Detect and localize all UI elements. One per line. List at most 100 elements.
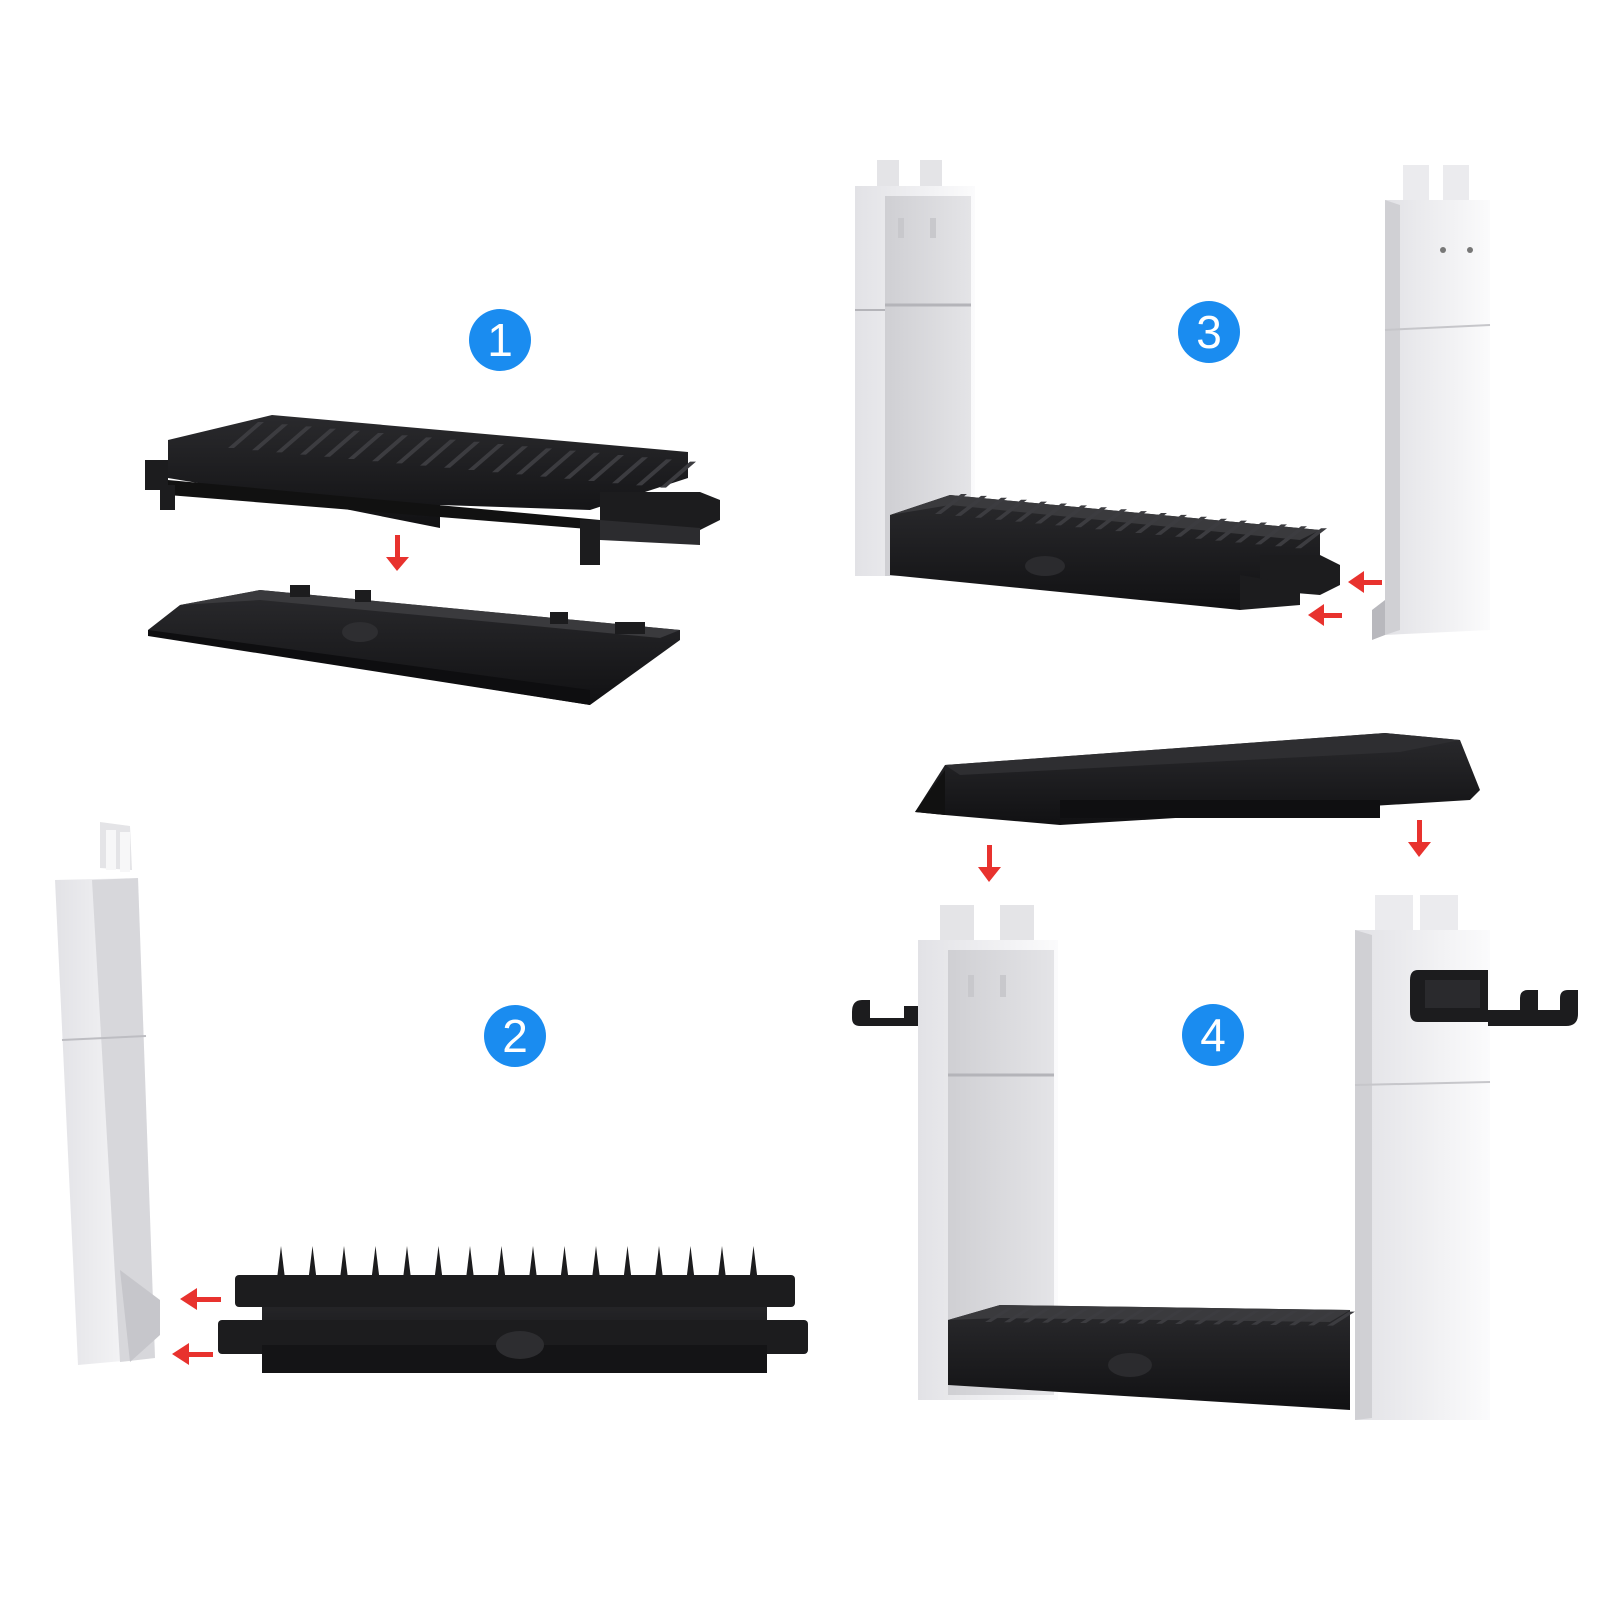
numbered-circle-icon xyxy=(484,1005,546,1067)
rack-slot xyxy=(1275,526,1307,547)
rack-divider xyxy=(527,1246,539,1295)
rack-slots xyxy=(985,1308,1355,1326)
step-4-panel: 4 xyxy=(852,733,1578,1420)
numbered-circle-icon xyxy=(469,309,531,371)
rack-slot xyxy=(1308,1311,1336,1326)
step-3-panel: 3 xyxy=(855,160,1491,640)
step-badge-2: 2 xyxy=(484,1005,546,1067)
rack-slot xyxy=(1232,1310,1260,1325)
rack-slot xyxy=(1023,1308,1051,1323)
rack-divider xyxy=(495,1246,508,1295)
rack-slot xyxy=(1251,1310,1279,1325)
rack-divider xyxy=(464,1246,476,1295)
side-pillar-right xyxy=(1354,895,1491,1420)
rack-slot xyxy=(300,428,336,455)
rack-slot xyxy=(276,426,312,453)
rack-divider xyxy=(275,1246,287,1295)
side-pillar xyxy=(55,822,160,1365)
rack-slot xyxy=(1095,509,1127,530)
rack-slots xyxy=(228,422,696,488)
rack-slot xyxy=(588,455,624,481)
step-number: 2 xyxy=(502,1010,528,1062)
rack-divider xyxy=(558,1246,571,1295)
rack-slot xyxy=(1270,1311,1298,1325)
rack-divider xyxy=(653,1246,665,1295)
rack-divider xyxy=(621,1246,634,1295)
rack-divider xyxy=(716,1246,728,1295)
rack-slot xyxy=(1035,503,1067,524)
rack-slot xyxy=(564,452,600,479)
step-badge-4: 4 xyxy=(1182,1004,1244,1066)
rack-slot xyxy=(985,1308,1013,1322)
rack-slot xyxy=(1099,1309,1127,1324)
rack-slot xyxy=(1137,1309,1165,1324)
arrow-icon xyxy=(172,1343,213,1365)
rack-divider xyxy=(747,1246,760,1295)
step-2-panel: 2 xyxy=(55,822,808,1373)
rack-slot xyxy=(1156,1309,1184,1324)
numbered-circle-icon xyxy=(1182,1004,1244,1066)
rack-slot xyxy=(1195,518,1227,539)
rack-slot xyxy=(444,441,480,468)
rack-slot xyxy=(1327,1311,1355,1326)
rack-slot xyxy=(1175,516,1207,537)
rack-divider xyxy=(432,1246,445,1295)
rack-slot xyxy=(1255,524,1287,545)
rack-slot xyxy=(420,439,456,466)
arrow-icon xyxy=(180,1288,221,1310)
rack-slot xyxy=(396,437,432,464)
rack-slot xyxy=(1075,507,1107,528)
rack-slot xyxy=(540,450,576,477)
rack-slot xyxy=(228,422,264,448)
slotted-rack xyxy=(890,494,1340,610)
rack-slot xyxy=(1055,505,1087,526)
step-number: 3 xyxy=(1196,306,1222,358)
arrow-icon xyxy=(1308,604,1342,626)
rack-slot xyxy=(1175,1310,1203,1324)
rack-slot xyxy=(612,457,648,484)
rack-slot xyxy=(372,435,408,462)
rack-slot xyxy=(1118,1309,1146,1324)
rack-slot xyxy=(995,499,1027,520)
rack-dividers xyxy=(275,1246,760,1295)
arrow-icon xyxy=(978,845,1001,882)
rack-slot xyxy=(660,461,696,488)
rack-slot xyxy=(468,444,504,470)
rack-slot xyxy=(955,495,987,516)
rack-slot xyxy=(252,424,288,451)
arrow-icon xyxy=(1348,571,1382,593)
rack-divider xyxy=(684,1246,697,1295)
rack-slot xyxy=(1004,1308,1032,1323)
rack-slot xyxy=(1061,1308,1089,1323)
controller-hook-left xyxy=(852,1000,918,1026)
step-badge-3: 3 xyxy=(1178,301,1240,363)
rack-slot xyxy=(1213,1310,1241,1325)
rack-slot xyxy=(935,494,967,514)
rack-slot xyxy=(1135,513,1167,533)
rack-slot xyxy=(1015,501,1047,522)
rack-divider xyxy=(590,1246,602,1295)
rack-slot xyxy=(1235,522,1267,543)
rack-slot xyxy=(1295,528,1327,549)
rack-slot xyxy=(1042,1308,1070,1323)
numbered-circle-icon xyxy=(1178,301,1240,363)
rack-divider xyxy=(369,1246,382,1295)
slotted-rack-top xyxy=(145,415,720,565)
arrow-icon xyxy=(1408,820,1431,857)
rack-slot xyxy=(1080,1309,1108,1323)
slotted-rack xyxy=(218,1246,808,1373)
rack-slot xyxy=(1115,511,1147,532)
rack-divider xyxy=(401,1246,413,1295)
rack-slot xyxy=(1215,520,1247,541)
slotted-rack xyxy=(948,1305,1355,1410)
rack-divider xyxy=(306,1246,319,1295)
rack-slot xyxy=(636,459,672,486)
rack-slot xyxy=(348,433,384,459)
step-number: 1 xyxy=(487,314,513,366)
rack-divider xyxy=(338,1246,350,1295)
rack-slots xyxy=(935,494,1327,549)
step-1-panel: 1 xyxy=(145,309,720,705)
rack-slot xyxy=(324,430,360,457)
step-badge-1: 1 xyxy=(469,309,531,371)
